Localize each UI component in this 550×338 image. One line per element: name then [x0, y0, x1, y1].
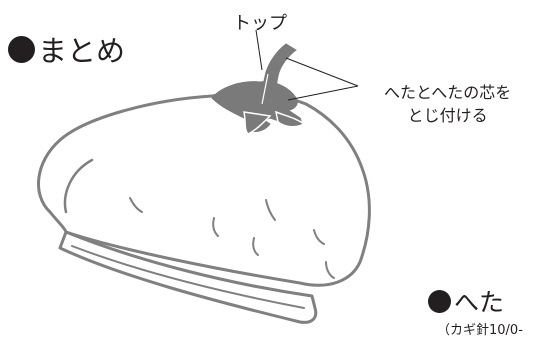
heta-leaf-right	[274, 110, 306, 128]
hook-size-note: （カギ針10/0-	[437, 323, 523, 338]
beret-inner-curve	[63, 158, 94, 214]
gather-mark	[129, 197, 143, 213]
leader-line	[287, 85, 359, 101]
beret-brim	[58, 230, 318, 324]
heta-heading-text: へた	[454, 288, 505, 317]
attach-label: へたとへたの芯を とじ付ける	[384, 81, 511, 127]
summary-heading-text: まとめ	[38, 34, 126, 68]
leader-line	[285, 57, 359, 87]
gather-mark	[265, 199, 276, 221]
heta-stem-highlight	[261, 73, 269, 105]
gather-mark	[212, 217, 219, 237]
attach-label-line2: とじ付ける	[407, 106, 488, 125]
attach-label-line1: へたとへたの芯を	[384, 83, 512, 102]
gather-mark	[325, 261, 335, 279]
bullet-circle-icon	[428, 289, 451, 313]
gather-mark	[313, 229, 325, 245]
gather-mark	[252, 237, 259, 256]
top-label: トップ	[233, 13, 287, 34]
heta-heading: へた	[428, 283, 504, 319]
leader-line	[255, 29, 263, 71]
beret-body	[37, 90, 371, 287]
summary-heading: まとめ	[8, 28, 125, 70]
beret-brim-line	[71, 245, 305, 309]
heta-leaf-left	[243, 111, 272, 135]
heta-stem	[257, 43, 297, 109]
bullet-circle-icon	[8, 35, 35, 63]
